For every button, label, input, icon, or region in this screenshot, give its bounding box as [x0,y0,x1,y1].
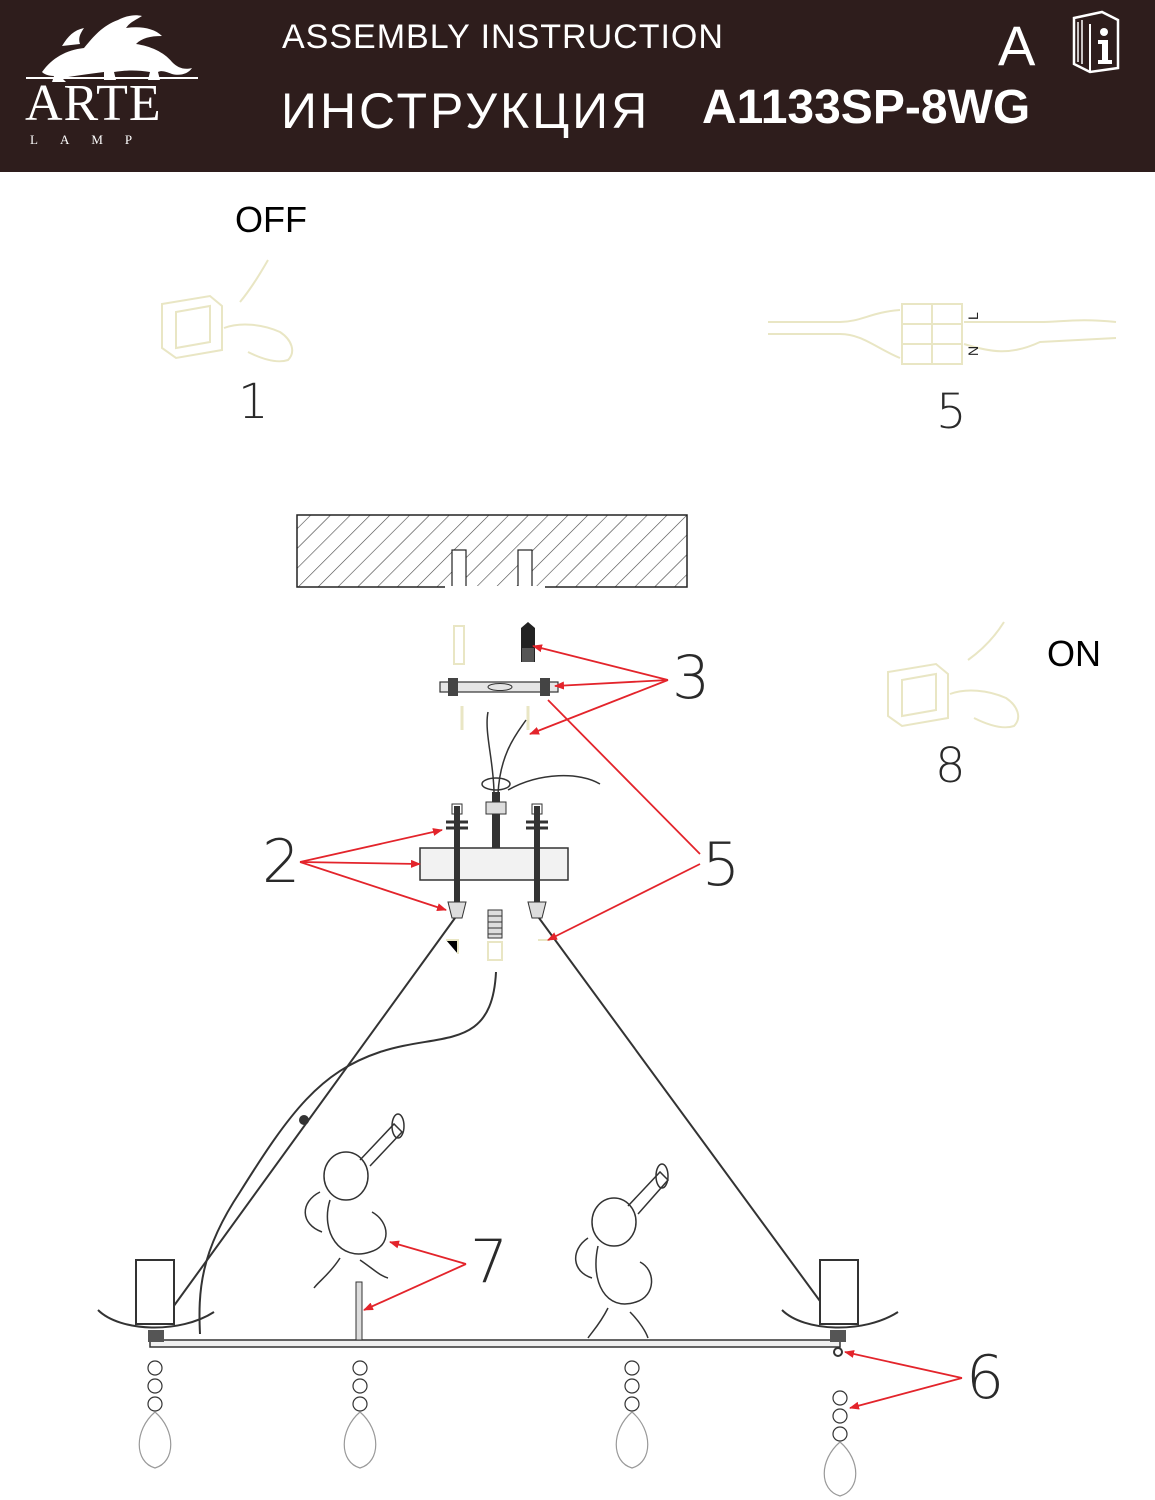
on-label: ON [1047,633,1101,674]
document-title: ASSEMBLY INSTRUCTION [282,18,724,56]
canopy [419,777,569,961]
wall-anchor [453,622,535,665]
header-bar: ARTE LAMP ASSEMBLY INSTRUCTION ИНСТРУКЦИ… [0,0,1155,172]
cherub-figure [574,1163,670,1339]
switch-off-icon [161,259,294,363]
step-6-number: 6 [966,1343,1005,1413]
step-5-number: 5 [702,830,741,900]
cherub-figure [304,1113,405,1289]
crystal-pendant [343,1360,377,1469]
callout-arrows [299,644,963,1410]
step-3-number: 3 [672,643,711,713]
suspension-rods [167,917,829,1335]
step-2-number: 2 [262,827,301,897]
live-label: L [965,312,981,320]
info-manual-icon [1072,10,1120,74]
crystal-pendant [615,1360,649,1469]
step-7-number: 7 [470,1227,509,1297]
step-8-number: 8 [935,738,966,794]
griffin-logo-icon [26,15,198,82]
step-5-top-number: 5 [936,384,967,440]
assembly-diagram: N L [97,259,1117,1497]
step-1-number: 1 [238,374,269,430]
switch-on-icon [887,621,1020,729]
section-letter: A [998,14,1036,77]
mounting-bracket [439,678,559,730]
neutral-label: N [965,346,981,356]
document-title-russian: ИНСТРУКЦИЯ [281,83,651,139]
off-label: OFF [235,199,307,240]
brand-name: ARTE [25,75,162,132]
frame-ring [97,1259,899,1357]
model-number: A1133SP-8WG [702,81,1031,134]
brand-subtitle: LAMP [30,132,155,147]
crystal-pendant [138,1360,172,1469]
terminal-block-icon [768,303,1117,365]
ceiling-block [296,514,688,590]
supply-wires [486,711,601,795]
crystal-pendant [823,1390,857,1497]
